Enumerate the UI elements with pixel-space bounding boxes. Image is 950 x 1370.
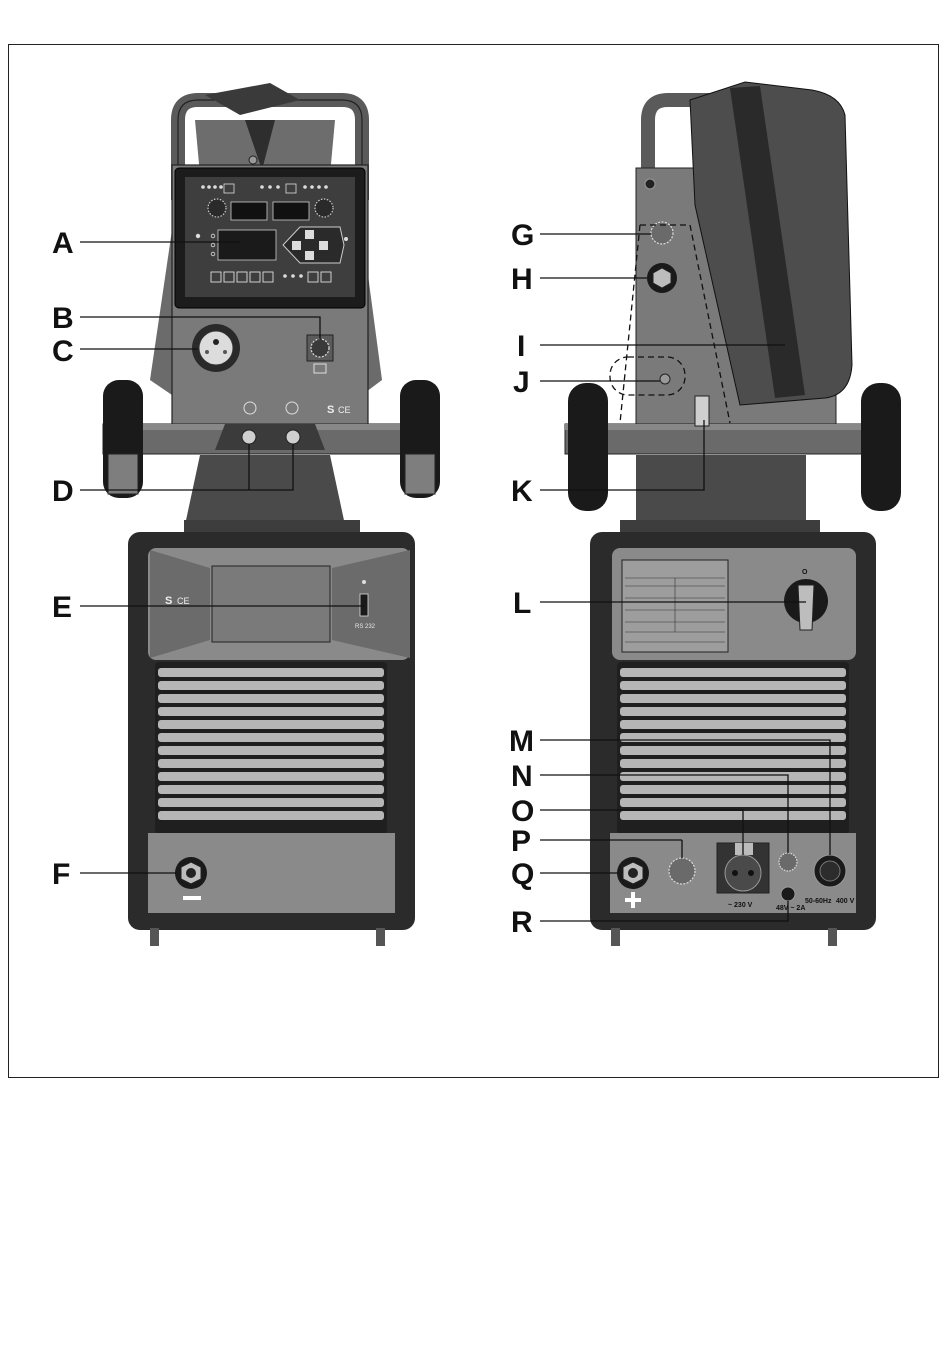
callout-i: I [517, 330, 525, 363]
rear-view: O I ~ 230 V [565, 82, 901, 946]
callout-h: H [511, 263, 533, 296]
rear-louvers [617, 662, 849, 834]
rear-foot-left [611, 928, 620, 946]
cart-bar-center [215, 424, 325, 450]
callout-f: F [52, 858, 70, 891]
water-connector-1[interactable] [242, 430, 256, 444]
front-louvers [155, 662, 387, 834]
cart-column-base [184, 520, 360, 534]
front-panel-wing-right [332, 550, 410, 658]
usb-label: RS 232 [355, 624, 376, 630]
display-left [231, 202, 267, 220]
usb-led [362, 580, 366, 584]
callout-d: D [52, 475, 74, 508]
switch-on-label: I [826, 599, 828, 606]
rear-foot-right [828, 928, 837, 946]
panel-led-right [344, 237, 348, 241]
aux-socket-n[interactable] [779, 853, 797, 871]
rear-wheel-left [568, 383, 608, 511]
callout-j: J [513, 366, 530, 399]
rear-wheel-right [861, 383, 901, 511]
callout-b: B [52, 302, 74, 335]
main-switch[interactable] [798, 585, 814, 630]
gas-inlet-j[interactable] [660, 374, 670, 384]
feeder-cover-top [205, 83, 300, 115]
nav-left-button[interactable] [292, 241, 301, 250]
callout-k: K [511, 475, 533, 508]
fuse-holder[interactable] [781, 887, 795, 901]
knob-left[interactable] [208, 199, 226, 217]
feeder-brand-mark: S [327, 404, 334, 416]
mains-voltage-label: 400 V [836, 898, 855, 905]
nav-right-button[interactable] [319, 241, 328, 250]
callout-c: C [52, 335, 74, 368]
gas-connector-k[interactable] [695, 396, 709, 426]
callout-o: O [511, 795, 534, 828]
euro-connector[interactable] [199, 331, 233, 365]
feeder-knob [249, 156, 257, 164]
outlet-230v[interactable] [725, 855, 761, 891]
callout-q: Q [511, 858, 534, 891]
front-foot-right [376, 928, 385, 946]
minus-symbol [183, 896, 201, 900]
callout-n: N [511, 760, 533, 793]
front-view: S CE S CE RS 232 [103, 83, 440, 946]
caster-right [405, 454, 435, 494]
brand-mark: S [165, 595, 172, 607]
callout-l: L [513, 587, 531, 620]
display-right [273, 202, 309, 220]
feeder-ce-mark: CE [338, 405, 351, 415]
knob-right[interactable] [315, 199, 333, 217]
switch-off-label: O [802, 569, 808, 576]
side-socket-h[interactable] [653, 268, 671, 288]
fuse-label: 48V ~ 2A [776, 905, 805, 912]
callout-m: M [509, 725, 534, 758]
nav-up-button[interactable] [305, 230, 314, 239]
water-connector-2[interactable] [286, 430, 300, 444]
side-bulge-left [150, 230, 172, 395]
plus-symbol-v [631, 892, 635, 908]
mains-freq-label: 50-60Hz [805, 898, 832, 905]
caster-left [108, 454, 138, 494]
front-panel-recess [212, 566, 330, 642]
usb-port[interactable] [360, 594, 368, 616]
callout-p: P [511, 825, 531, 858]
front-foot-left [150, 928, 159, 946]
nav-down-button[interactable] [305, 251, 314, 260]
rear-cart-column [636, 455, 806, 527]
outlet-lid [735, 843, 753, 855]
callout-r: R [511, 906, 533, 939]
side-screw [645, 179, 655, 189]
main-display [218, 230, 276, 260]
callout-a: A [52, 227, 74, 260]
callout-e: E [52, 591, 72, 624]
callout-g: G [511, 219, 534, 252]
outlet-voltage-label: ~ 230 V [728, 902, 753, 909]
cooler-control-socket[interactable] [669, 858, 695, 884]
rear-cart-base [620, 520, 820, 534]
remote-control-socket[interactable] [311, 339, 329, 357]
rear-cart-bar-top [565, 424, 900, 430]
ce-mark: CE [177, 596, 190, 606]
